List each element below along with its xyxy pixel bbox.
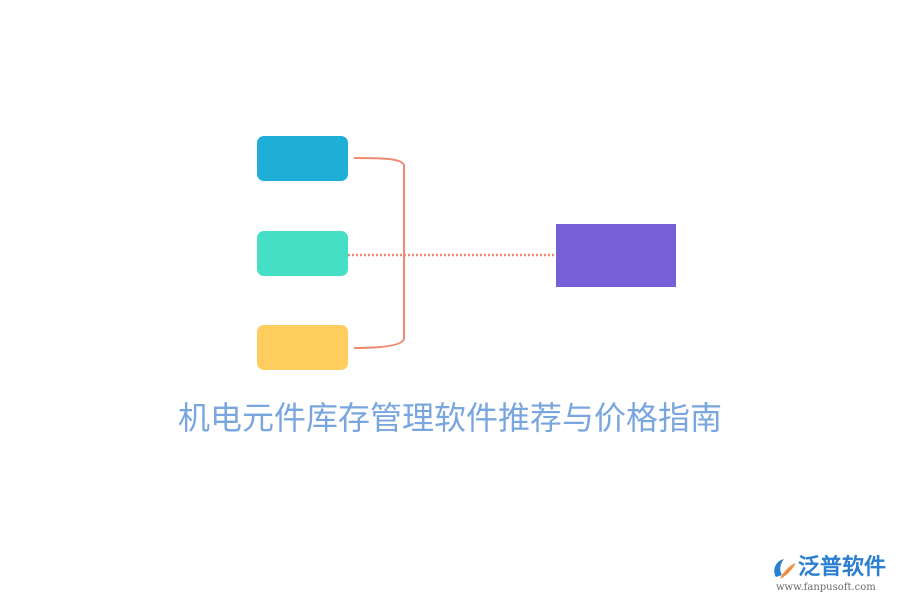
- branch-node-1: [257, 136, 348, 181]
- bracket-connector: [353, 157, 405, 349]
- diagram-title: 机电元件库存管理软件推荐与价格指南: [177, 399, 722, 437]
- fanpu-logo-icon: [774, 559, 796, 579]
- brand-url: www.fanpusoft.com: [776, 582, 876, 593]
- brand-watermark: 泛普软件 www.fanpusoft.com: [770, 553, 895, 595]
- branch-node-3: [257, 325, 348, 370]
- branch-node-2: [257, 231, 348, 276]
- brand-name: 泛普软件: [798, 555, 887, 580]
- target-node: [556, 224, 676, 287]
